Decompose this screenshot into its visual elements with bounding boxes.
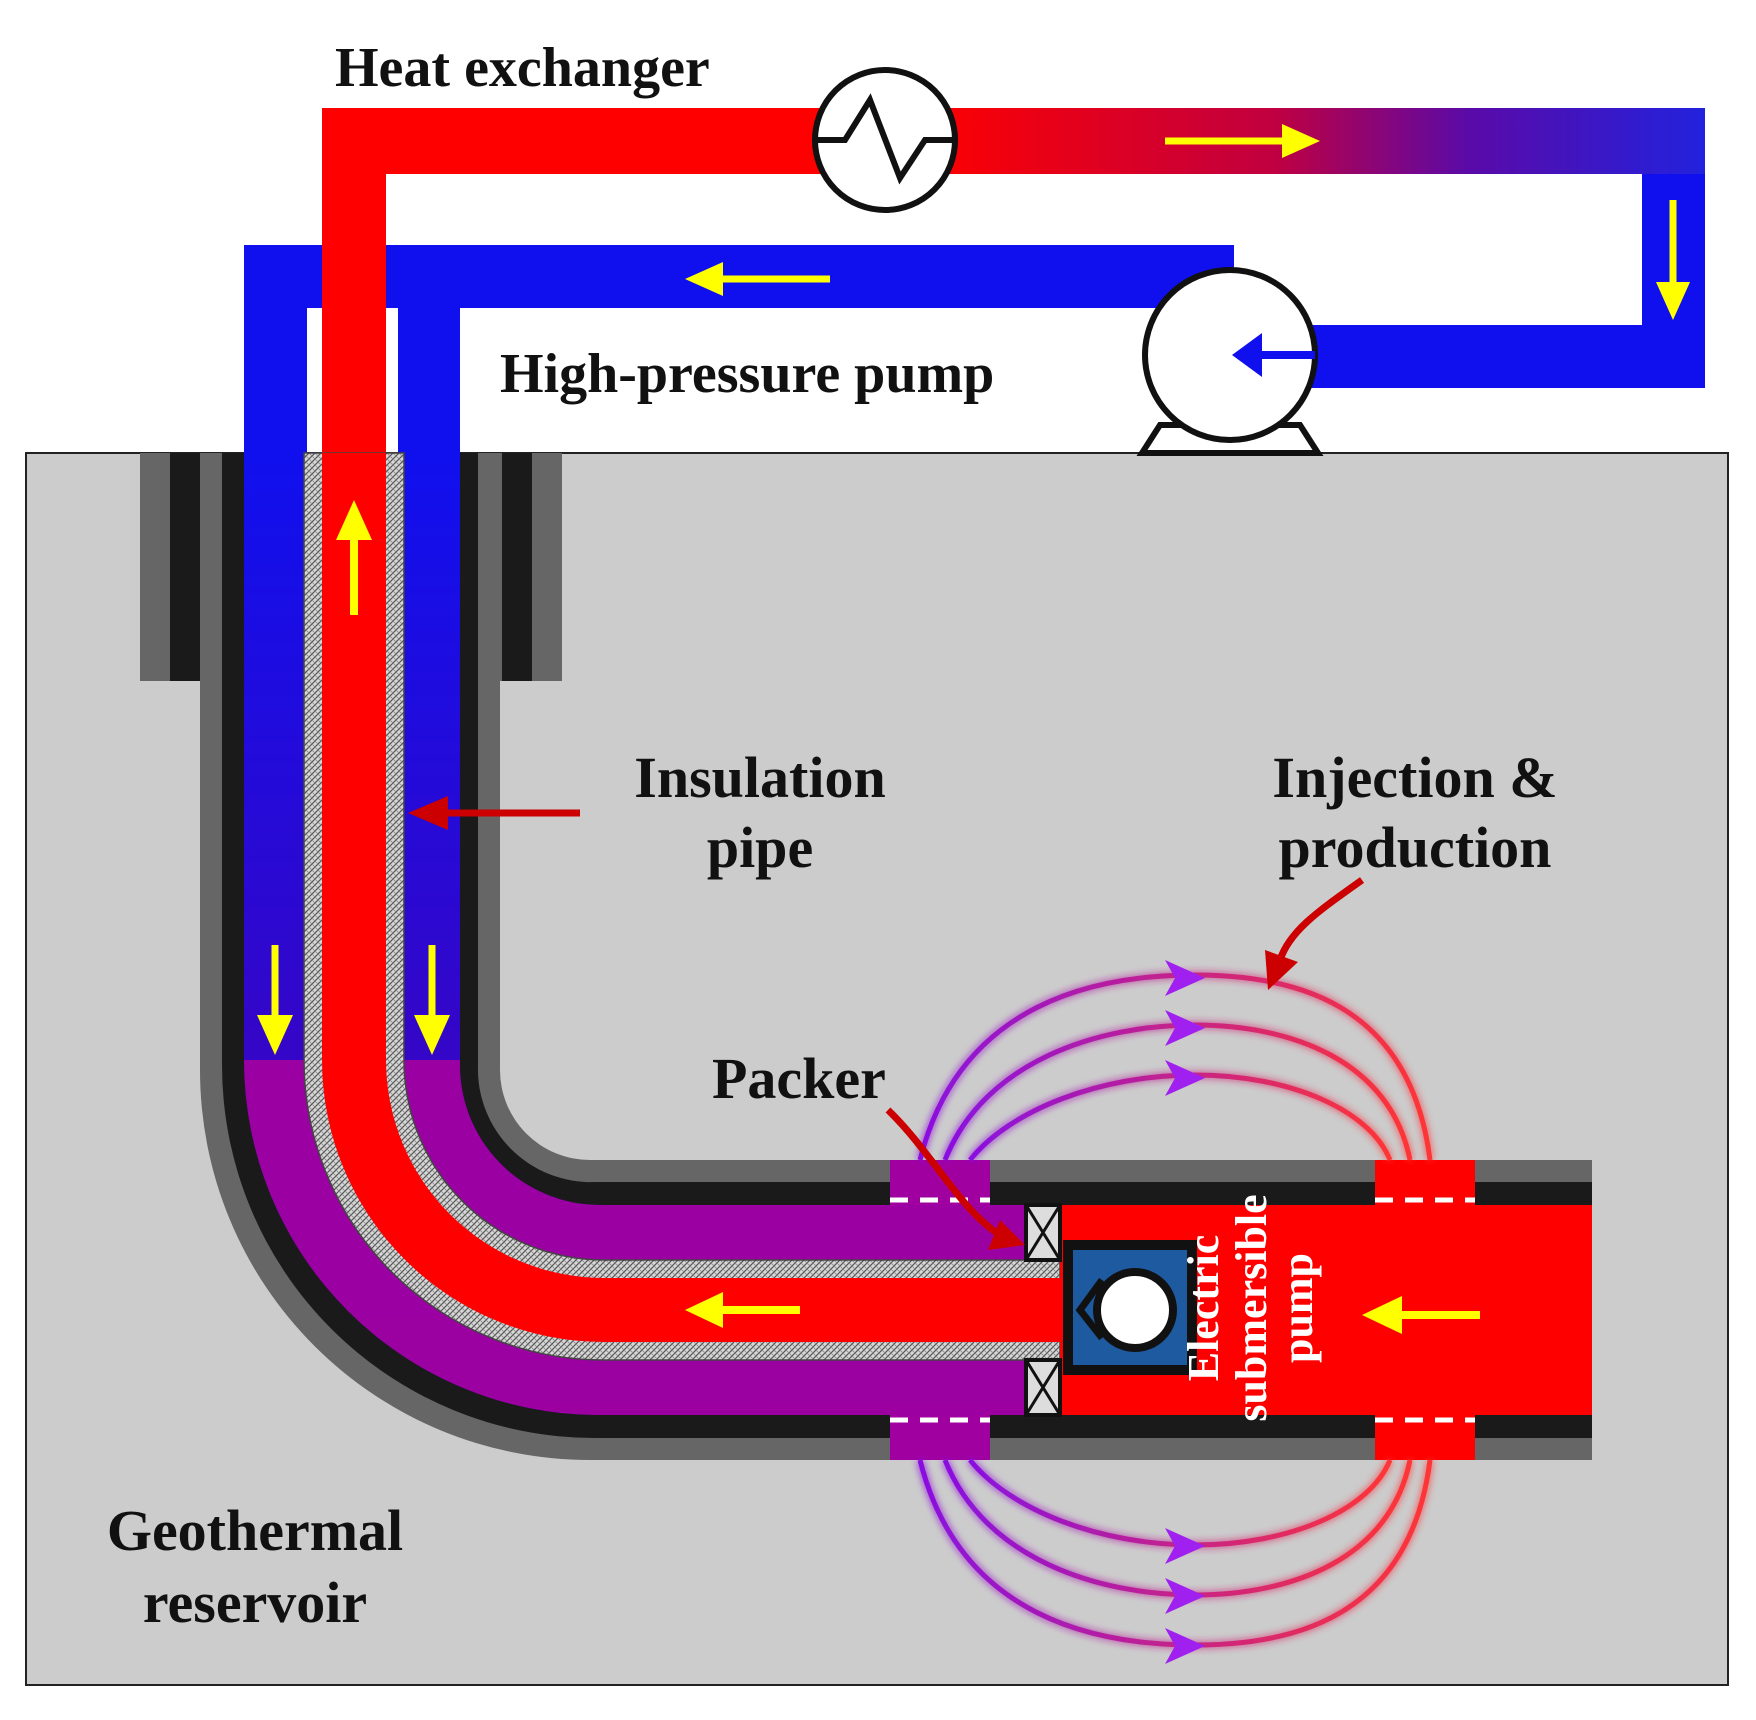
esp-label-line2: submersible [1227, 1194, 1276, 1421]
perforation-window-left [890, 1160, 990, 1460]
esp-label: Electric submersible pump [1179, 1194, 1322, 1421]
pointer-arrows [408, 796, 1365, 1250]
packer-label: Packer [712, 1046, 886, 1111]
esp-label-line1: Electric [1179, 1235, 1228, 1382]
flow-arrows [257, 124, 1690, 1334]
injection-production-label-line1: Injection & [1272, 745, 1557, 810]
heat-exchanger-icon [812, 67, 958, 213]
heat-exchanger-label: Heat exchanger [335, 37, 710, 99]
packer-icon [1024, 1203, 1062, 1417]
insulation-pipe-label-line2: pipe [707, 815, 813, 880]
streamline-arrowheads [1165, 960, 1205, 1664]
injection-production-label-line2: production [1279, 815, 1552, 880]
electric-submersible-pump-icon [1063, 1240, 1197, 1375]
well-casing [222, 453, 1592, 1438]
esp-label-line3: pump [1273, 1253, 1322, 1363]
high-pressure-pump-label: High-pressure pump [500, 343, 994, 405]
perforation-window-right [1375, 1160, 1475, 1460]
geothermal-reservoir-label-line2: reservoir [143, 1570, 367, 1635]
geothermal-reservoir-label-line1: Geothermal [107, 1498, 403, 1563]
insulation-pipe-label-line1: Insulation [634, 745, 885, 810]
pump-icon [1136, 267, 1324, 456]
